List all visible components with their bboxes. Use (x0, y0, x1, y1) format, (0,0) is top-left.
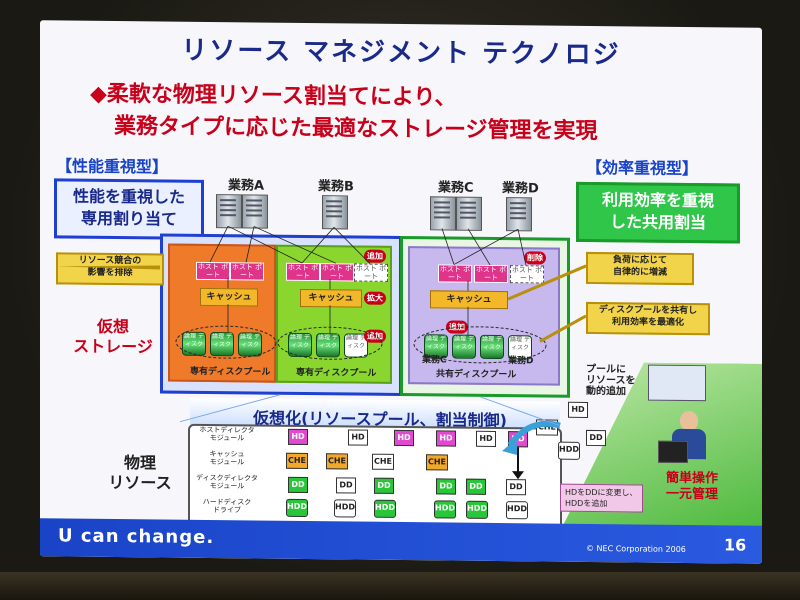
page-number: 16 (724, 535, 747, 555)
footer-slogan: U can change. (58, 525, 215, 549)
connection-lines (56, 225, 587, 480)
slide: リソース マネジメント テクノロジ ◆柔軟な物理リソース割当てにより、 業務タイ… (40, 20, 762, 564)
floor (0, 572, 800, 600)
footer-copyright: © NEC Corporation 2006 (586, 543, 686, 554)
